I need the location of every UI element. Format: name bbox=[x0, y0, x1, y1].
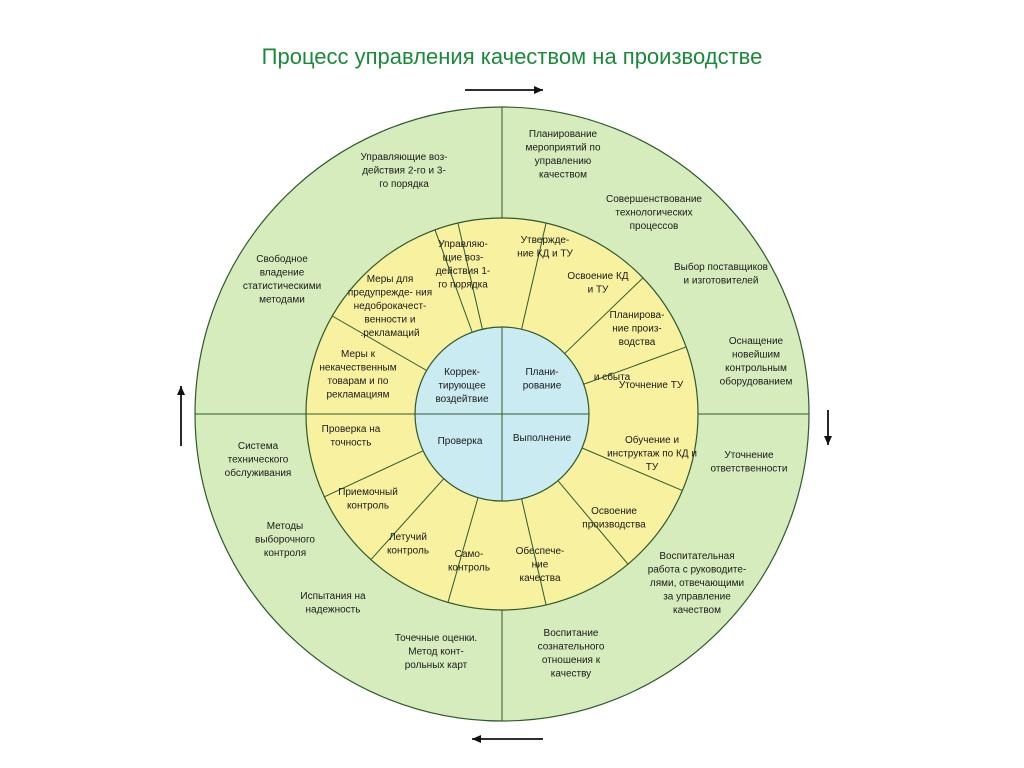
middle-divider bbox=[581, 447, 683, 492]
middle-divider bbox=[457, 222, 483, 330]
page-title: Процесс управления качеством на производ… bbox=[261, 44, 763, 69]
center-label-execution: Выполнение bbox=[513, 433, 572, 444]
middle-divider bbox=[332, 315, 427, 371]
middle-label-production-planning: Планирова-ние произ-водства bbox=[610, 310, 665, 348]
middle-label-control-actions-1: Управляю-щие воз-действия 1-го порядка bbox=[436, 239, 491, 291]
middle-divider bbox=[521, 498, 547, 606]
middle-divider bbox=[521, 222, 547, 330]
center-label-planning: Плани-рование bbox=[523, 367, 562, 392]
outer-label-control-charts: Точечные оценки.Метод конт-рольных карт bbox=[395, 633, 477, 671]
middle-divider bbox=[557, 480, 629, 565]
arrow-down-icon bbox=[824, 436, 832, 445]
middle-label-specification: Уточнение ТУ bbox=[619, 380, 684, 391]
middle-divider bbox=[324, 450, 424, 498]
middle-divider bbox=[447, 497, 479, 603]
center-label-check: Проверка bbox=[438, 436, 483, 447]
middle-label-approval-kd: Утвержде-ние КД и ТУ bbox=[517, 235, 573, 260]
arrow-up-icon bbox=[177, 386, 185, 395]
middle-divider bbox=[583, 346, 687, 385]
middle-divider bbox=[434, 229, 473, 333]
middle-label-and-sales: и сбыта bbox=[594, 371, 631, 383]
outer-label-control-actions-2-3: Управляющие воз-действия 2-го и 3-го пор… bbox=[361, 152, 448, 190]
middle-label-self-control: Само-контроль bbox=[448, 549, 490, 574]
middle-divider bbox=[564, 277, 644, 354]
arrow-right-icon bbox=[534, 86, 543, 94]
middle-divider bbox=[370, 478, 445, 560]
arrow-left-icon bbox=[472, 735, 481, 743]
